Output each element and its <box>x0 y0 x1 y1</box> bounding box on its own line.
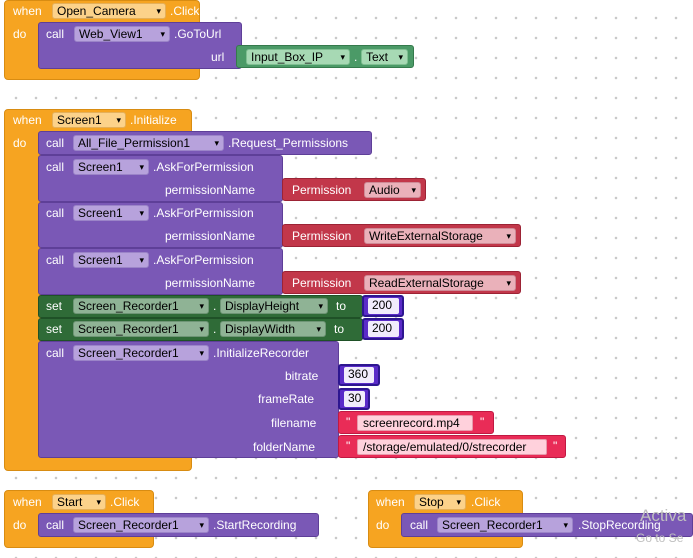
number-value-display-width[interactable]: 200 <box>368 321 399 337</box>
method-name: .StopRecording <box>578 518 661 532</box>
property-dropdown-text[interactable]: Text <box>361 49 408 65</box>
permission-label: Permission <box>292 276 352 290</box>
component-dropdown-screen1[interactable]: Screen1 <box>52 112 126 128</box>
do-keyword: do <box>13 27 27 41</box>
component-dropdown-screen-recorder[interactable]: Screen_Recorder1 <box>73 321 209 337</box>
method-name: .StartRecording <box>213 518 297 532</box>
component-dropdown-screen-recorder[interactable]: Screen_Recorder1 <box>73 517 209 533</box>
component-dropdown-all-file-permission[interactable]: All_File_Permission1 <box>73 135 224 151</box>
event-name: .Initialize <box>130 113 177 127</box>
method-name: .AskForPermission <box>153 160 254 174</box>
event-name: .Click <box>170 4 200 18</box>
param-label-permission-name: permissionName <box>165 276 256 290</box>
activation-watermark-line1: Activa <box>640 506 687 525</box>
dot-separator: . <box>213 322 217 336</box>
component-dropdown-screen1[interactable]: Screen1 <box>73 159 149 175</box>
event-name: .Click <box>110 495 140 509</box>
component-dropdown-screen-recorder[interactable]: Screen_Recorder1 <box>73 298 209 314</box>
quote-close: " <box>480 415 485 429</box>
method-name: .InitializeRecorder <box>213 346 310 360</box>
text-value-foldername[interactable]: /storage/emulated/0/strecorder <box>357 439 547 455</box>
component-dropdown-stop[interactable]: Stop <box>414 494 466 510</box>
event-name: .Click <box>471 495 501 509</box>
dot-separator: . <box>354 50 358 64</box>
call-keyword: call <box>46 27 65 41</box>
text-value-filename[interactable]: screenrecord.mp4 <box>357 415 473 431</box>
property-dropdown-display-width[interactable]: DisplayWidth <box>220 321 326 337</box>
do-keyword: do <box>13 518 27 532</box>
when-keyword: when <box>376 495 405 509</box>
dot-separator: . <box>213 299 217 313</box>
component-dropdown-start[interactable]: Start <box>52 494 106 510</box>
param-label-filename: filename <box>271 416 317 430</box>
param-label-bitrate: bitrate <box>285 369 319 383</box>
permission-dropdown-audio[interactable]: Audio <box>364 182 421 198</box>
param-label-foldername: folderName <box>253 440 316 454</box>
call-keyword: call <box>46 253 65 267</box>
method-name: .AskForPermission <box>153 206 254 220</box>
call-keyword: call <box>46 346 65 360</box>
param-label-url: url <box>211 50 225 64</box>
do-keyword: do <box>376 518 390 532</box>
method-name: .Request_Permissions <box>228 136 349 150</box>
param-label-permission-name: permissionName <box>165 183 256 197</box>
call-keyword: call <box>46 206 65 220</box>
method-name: .AskForPermission <box>153 253 254 267</box>
permission-label: Permission <box>292 229 352 243</box>
number-value-framerate[interactable]: 30 <box>344 391 365 407</box>
call-keyword: call <box>410 518 429 532</box>
quote-open: " <box>346 415 351 429</box>
method-name: .GoToUrl <box>174 27 222 41</box>
property-dropdown-display-height[interactable]: DisplayHeight <box>220 298 328 314</box>
to-keyword: to <box>334 322 345 336</box>
call-keyword: call <box>46 160 65 174</box>
call-keyword: call <box>46 136 65 150</box>
do-keyword: do <box>13 136 27 150</box>
component-dropdown-screen-recorder[interactable]: Screen_Recorder1 <box>73 345 209 361</box>
component-dropdown-screen1[interactable]: Screen1 <box>73 252 149 268</box>
number-value-bitrate[interactable]: 360 <box>344 367 374 383</box>
component-dropdown-input-box[interactable]: Input_Box_IP <box>246 49 350 65</box>
param-label-permission-name: permissionName <box>165 229 256 243</box>
component-dropdown-screen-recorder[interactable]: Screen_Recorder1 <box>437 517 573 533</box>
call-keyword: call <box>46 518 65 532</box>
permission-dropdown-read-external-storage[interactable]: ReadExternalStorage <box>364 275 516 291</box>
set-keyword: set <box>46 322 63 336</box>
call-block-ask-permission-read[interactable] <box>38 248 283 295</box>
when-keyword: when <box>13 113 42 127</box>
quote-close: " <box>553 439 558 453</box>
number-value-display-height[interactable]: 200 <box>368 298 399 314</box>
permission-label: Permission <box>292 183 352 197</box>
component-dropdown-web-view[interactable]: Web_View1 <box>74 26 170 42</box>
param-label-framerate: frameRate <box>258 392 315 406</box>
set-keyword: set <box>46 299 63 313</box>
activation-watermark-line2: Go to Se <box>636 531 684 545</box>
component-dropdown-open-camera[interactable]: Open_Camera <box>52 3 166 19</box>
quote-open: " <box>346 439 351 453</box>
to-keyword: to <box>336 299 347 313</box>
permission-dropdown-write-external-storage[interactable]: WriteExternalStorage <box>364 228 516 244</box>
component-dropdown-screen1[interactable]: Screen1 <box>73 205 149 221</box>
when-keyword: when <box>13 495 42 509</box>
when-keyword: when <box>13 4 42 18</box>
